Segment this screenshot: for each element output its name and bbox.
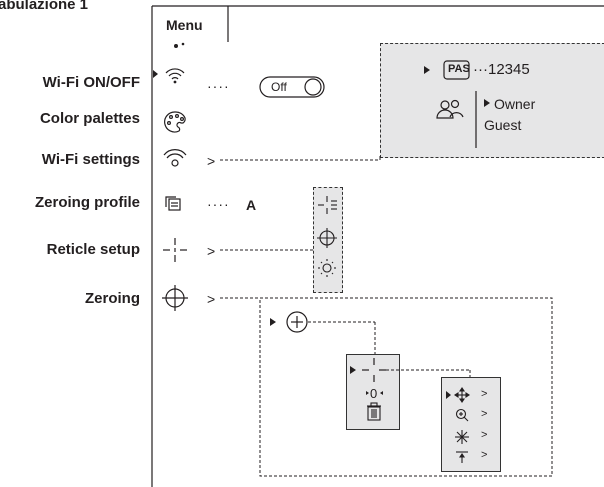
freeze-icon[interactable] bbox=[455, 430, 469, 444]
label-zeroing: Zeroing bbox=[85, 290, 140, 307]
label-reticle-setup: Reticle setup bbox=[46, 241, 140, 258]
label-color-palettes: Color palettes bbox=[39, 110, 140, 127]
wifi-settings-icon bbox=[163, 149, 187, 167]
figure-title: abulazione 1 bbox=[0, 0, 89, 13]
wifi-settings-arrow[interactable]: > bbox=[207, 153, 216, 169]
zeroing-arrow[interactable]: > bbox=[207, 291, 216, 307]
users-icon bbox=[436, 99, 464, 119]
zeroing-subpanel-2 bbox=[441, 377, 501, 472]
delete-icon[interactable] bbox=[367, 402, 381, 421]
distance-arrow[interactable]: > bbox=[481, 449, 488, 461]
reticle-type-icon bbox=[318, 196, 337, 214]
profile-value: A bbox=[246, 197, 257, 213]
wifi-toggle[interactable] bbox=[259, 76, 325, 98]
menu-title: Menu bbox=[166, 17, 203, 33]
toggle-label[interactable]: Off bbox=[271, 80, 287, 94]
zeroing-reticle-icon bbox=[362, 358, 386, 382]
zoom-arrow[interactable]: > bbox=[481, 408, 488, 420]
zero-value: 0 bbox=[370, 386, 378, 401]
palette-icon bbox=[164, 111, 186, 133]
zeroing-profile-icon bbox=[165, 196, 181, 211]
label-wifi-onoff: Wi-Fi ON/OFF bbox=[42, 74, 140, 91]
label-wifi-settings: Wi-Fi settings bbox=[41, 151, 140, 168]
wifi-settings-panel bbox=[380, 43, 604, 158]
wifi-leader: ···· bbox=[207, 78, 230, 94]
zoom-icon[interactable] bbox=[455, 408, 469, 422]
password-badge-frame bbox=[443, 60, 470, 80]
reticle-color-icon bbox=[317, 228, 337, 248]
user-guest[interactable]: Guest bbox=[484, 117, 522, 133]
freeze-arrow[interactable]: > bbox=[481, 429, 488, 441]
add-zeroing-icon[interactable] bbox=[286, 311, 308, 333]
zeroing-subpanel-1 bbox=[346, 354, 400, 430]
label-zeroing-profile: Zeroing profile bbox=[35, 194, 140, 211]
move-icon[interactable] bbox=[454, 387, 470, 403]
profile-leader: ···· bbox=[207, 196, 230, 212]
zeroing-icon bbox=[162, 285, 188, 311]
password-value[interactable]: ···12345 bbox=[473, 61, 530, 78]
reticle-setup-arrow[interactable]: > bbox=[207, 243, 216, 259]
user-owner[interactable]: Owner bbox=[494, 96, 536, 112]
reticle-icon bbox=[163, 238, 187, 262]
distance-icon[interactable] bbox=[456, 451, 468, 463]
wifi-icon bbox=[165, 68, 185, 84]
reticle-brightness-icon bbox=[318, 259, 336, 277]
password-badge: PAS bbox=[448, 63, 470, 75]
move-arrow[interactable]: > bbox=[481, 388, 488, 400]
